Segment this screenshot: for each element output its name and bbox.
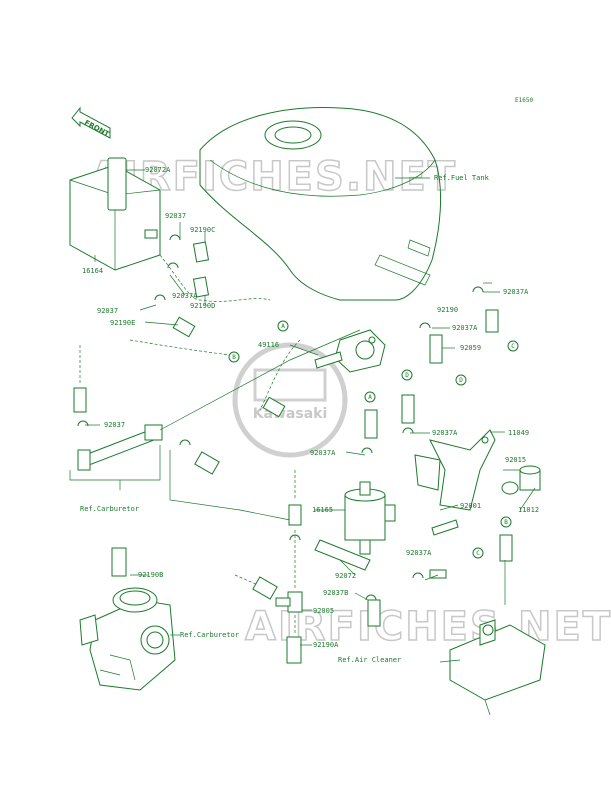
label-92190: 92190 bbox=[437, 306, 458, 314]
callout-d1: D bbox=[455, 374, 467, 386]
carburetor-tubes bbox=[69, 424, 220, 490]
svg-text:B: B bbox=[232, 354, 236, 361]
svg-text:A: A bbox=[281, 323, 285, 330]
svg-text:C: C bbox=[511, 343, 515, 350]
bracket bbox=[414, 429, 496, 511]
label-92037A-3: 92037A bbox=[452, 324, 478, 332]
fuel-valve bbox=[314, 329, 386, 373]
label-92037A-top: 92037A bbox=[503, 288, 529, 296]
fuel-tank bbox=[199, 107, 442, 301]
diagram-code: E1650 bbox=[515, 97, 533, 104]
label-92037A-4: 92037A bbox=[432, 429, 458, 437]
svg-text:D: D bbox=[459, 377, 463, 384]
label-92001: 92001 bbox=[460, 502, 481, 510]
callout-c2: C bbox=[472, 547, 484, 559]
label-ref-carburetor-1: Ref.Carburetor bbox=[80, 505, 139, 513]
label-92037-1: 92037 bbox=[165, 212, 186, 220]
fuel-pump bbox=[314, 309, 499, 627]
callout-a2: A bbox=[364, 391, 376, 403]
svg-text:C: C bbox=[476, 550, 480, 557]
label-92190E: 92190E bbox=[110, 319, 135, 327]
label-16164: 16164 bbox=[82, 267, 103, 275]
label-92005: 92005 bbox=[313, 607, 334, 615]
callout-a1: A bbox=[277, 320, 289, 332]
label-ref-air-cleaner: Ref.Air Cleaner bbox=[338, 656, 401, 664]
callout-b1: B bbox=[228, 351, 240, 363]
label-92037-2: 92037 bbox=[97, 307, 118, 315]
label-92059: 92059 bbox=[460, 344, 481, 352]
label-92037A-5: 92037A bbox=[310, 449, 336, 457]
label-49116: 49116 bbox=[258, 341, 279, 349]
fuel-lines bbox=[159, 329, 361, 664]
callout-d2: D bbox=[401, 369, 413, 381]
label-92037-3: 92037 bbox=[104, 421, 125, 429]
label-92037B: 92037B bbox=[323, 589, 348, 597]
label-92072: 92072 bbox=[335, 572, 356, 580]
label-92190C: 92190C bbox=[190, 226, 215, 234]
label-11012: 11012 bbox=[518, 506, 539, 514]
label-92015: 92015 bbox=[505, 456, 526, 464]
svg-text:B: B bbox=[504, 519, 508, 526]
hoses-left bbox=[73, 241, 271, 413]
label-92190B: 92190B bbox=[138, 571, 163, 579]
label-11049: 11049 bbox=[508, 429, 529, 437]
label-92037A-1: 92037A bbox=[172, 292, 198, 300]
label-92072A: 92072A bbox=[145, 166, 171, 174]
carburetor bbox=[79, 547, 176, 691]
callout-b2: B bbox=[500, 516, 512, 528]
watermark-bottom: AIRFICHES.NET bbox=[245, 604, 611, 650]
svg-text:FRONT: FRONT bbox=[83, 119, 111, 139]
leader-lines bbox=[85, 169, 536, 663]
callout-c1: C bbox=[507, 340, 519, 352]
front-arrow-icon: FRONT bbox=[71, 106, 111, 139]
svg-text:D: D bbox=[405, 372, 409, 379]
grommet-parts bbox=[429, 465, 541, 579]
air-cleaner-bracket bbox=[449, 560, 546, 716]
label-ref-fuel-tank: Ref.Fuel Tank bbox=[434, 174, 490, 182]
label-16165: 16165 bbox=[312, 506, 333, 514]
label-92190A: 92190A bbox=[313, 641, 339, 649]
label-92190D: 92190D bbox=[190, 302, 215, 310]
label-ref-carburetor-2: Ref.Carburetor bbox=[180, 631, 239, 639]
svg-text:A: A bbox=[368, 394, 372, 401]
label-92037A-6: 92037A bbox=[406, 549, 432, 557]
